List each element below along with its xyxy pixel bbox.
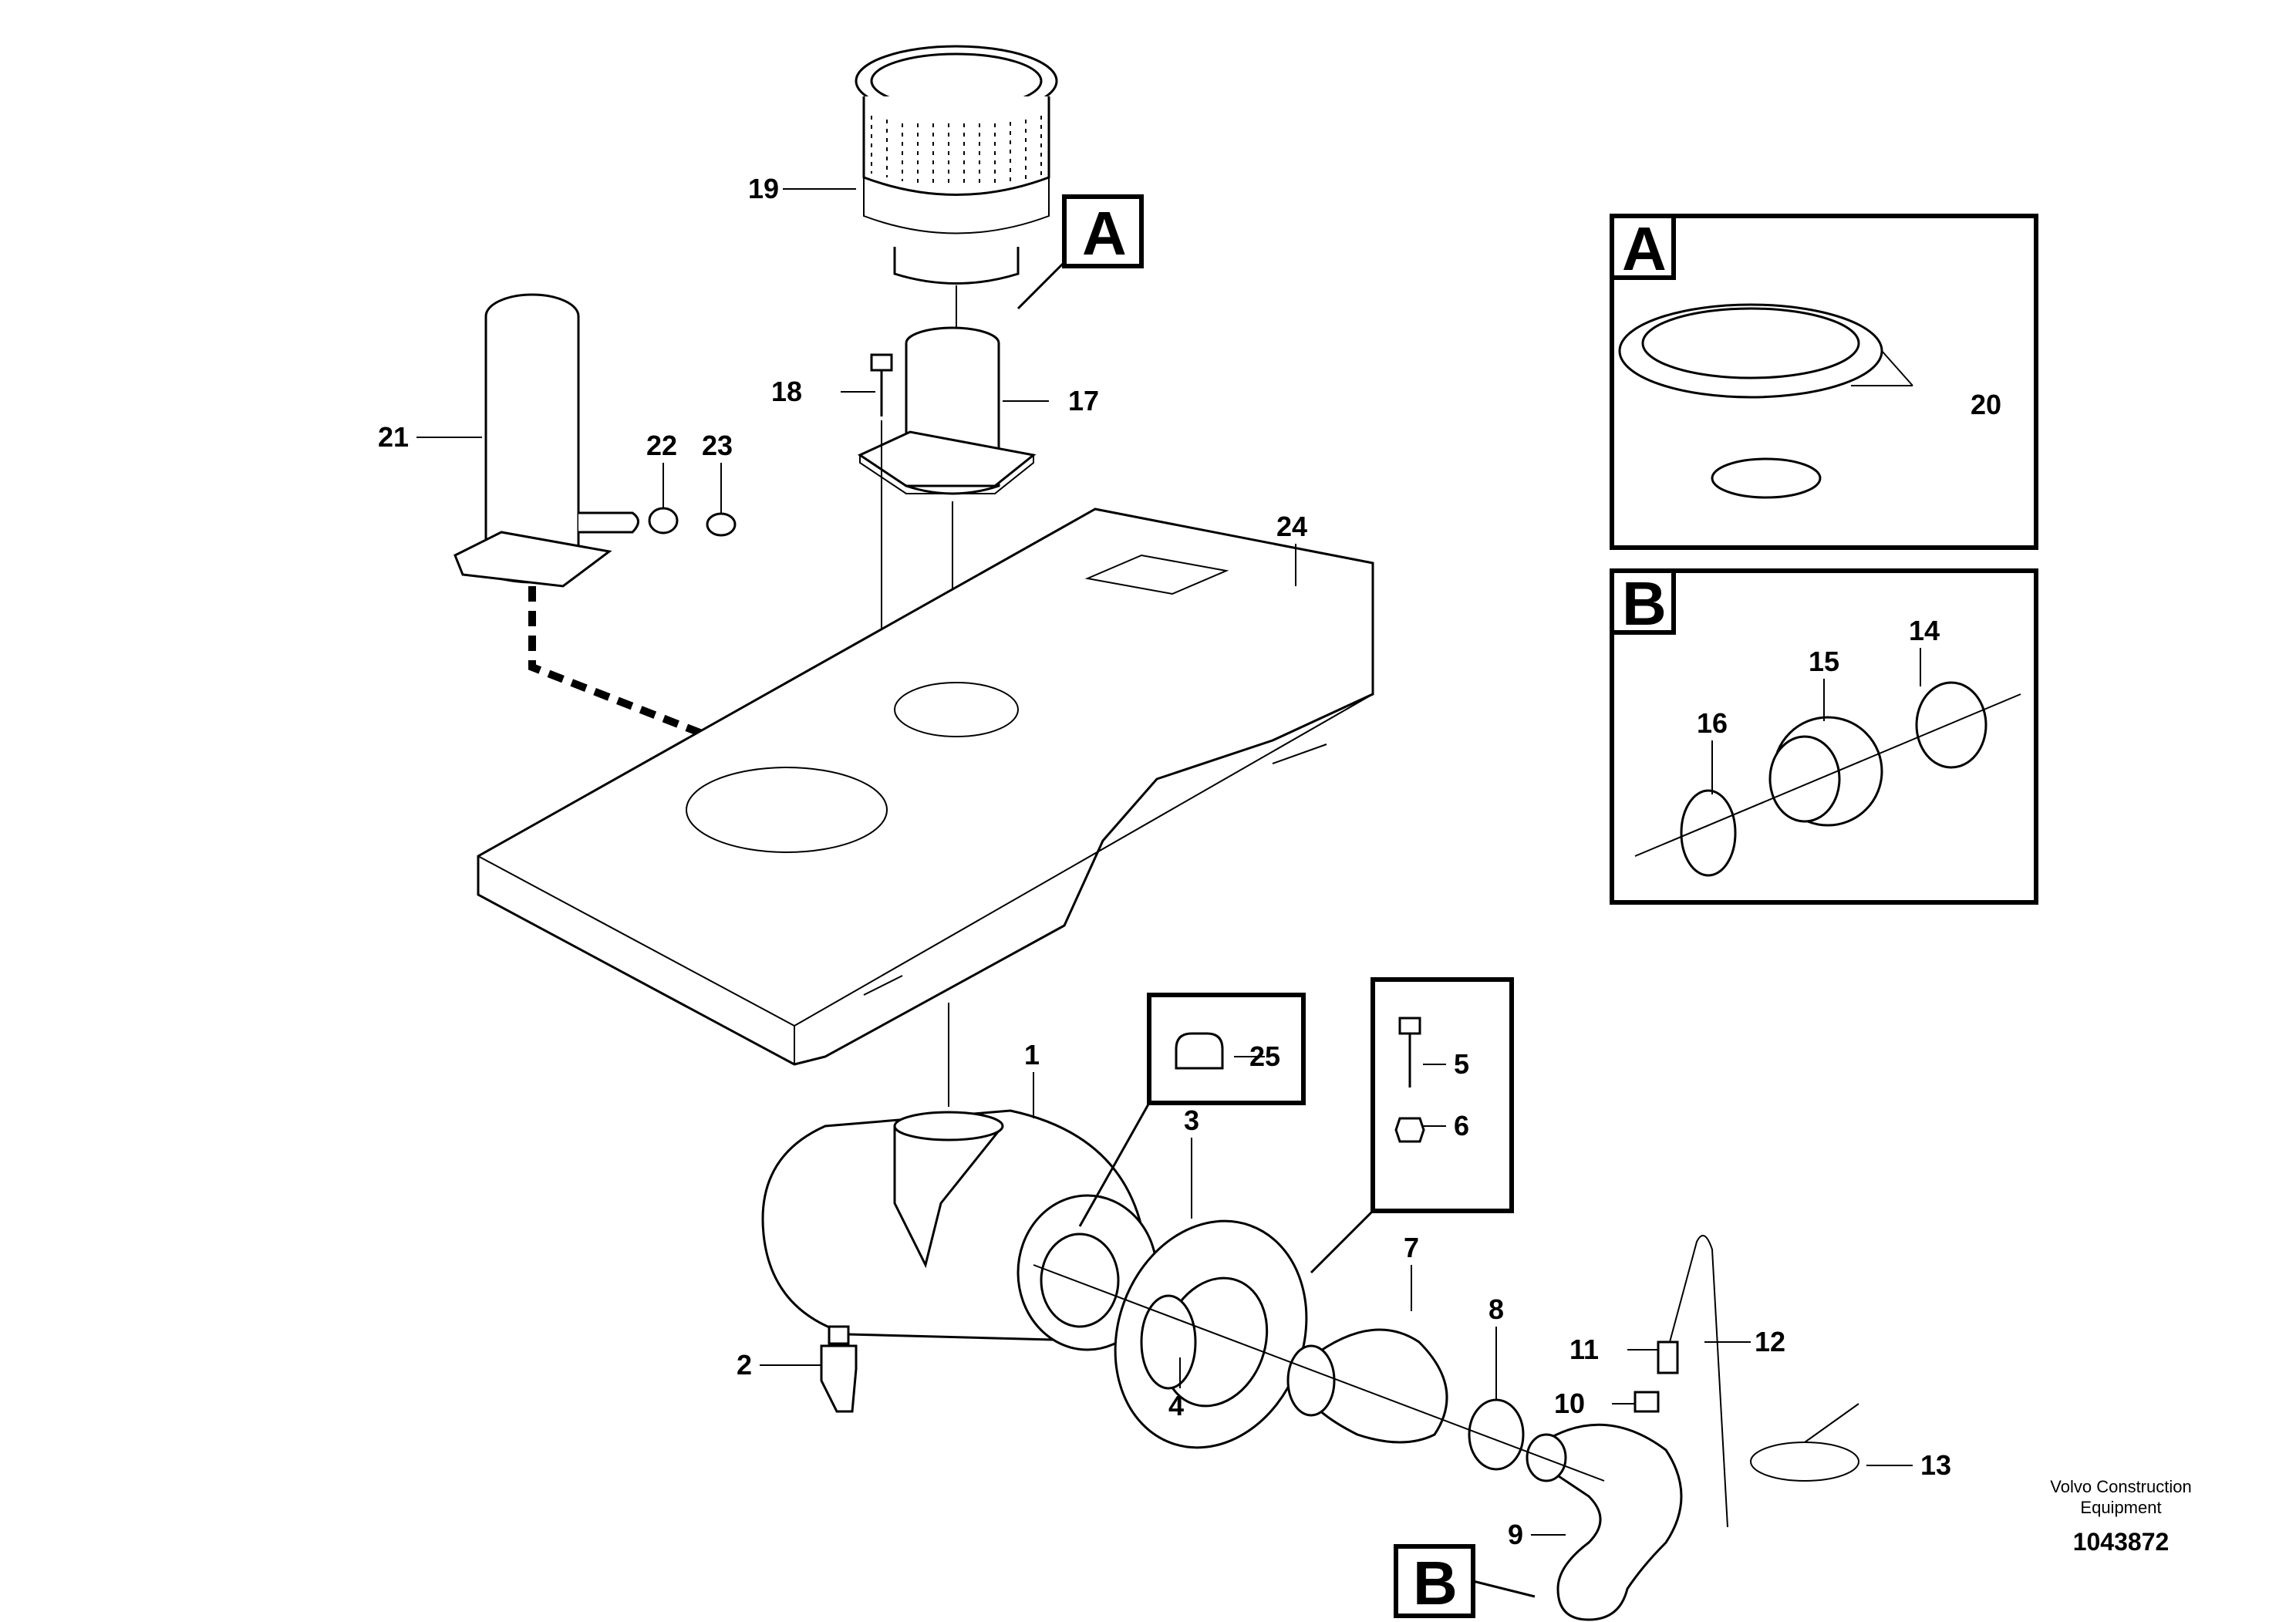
callout-20: 20	[1971, 389, 2001, 420]
callout-4: 4	[1168, 1390, 1184, 1421]
indicator-parts-10-11-12	[1633, 1235, 1728, 1528]
bolt-18	[870, 353, 893, 416]
callout-1: 1	[1024, 1039, 1040, 1071]
callout-5: 5	[1454, 1048, 1469, 1080]
callout-3: 3	[1184, 1104, 1199, 1136]
clamp-4	[1140, 1294, 1197, 1390]
callout-16: 16	[1697, 707, 1728, 739]
stack-pipe-17	[857, 326, 1037, 495]
callout-24: 24	[1276, 511, 1307, 542]
callout-15: 15	[1809, 646, 1839, 677]
precleaner-19	[855, 45, 1058, 285]
callout-box-5-6	[1310, 977, 1514, 1274]
callout-11: 11	[1569, 1334, 1599, 1365]
pipe-21	[453, 293, 639, 588]
drawing-number: 1043872	[2073, 1528, 2170, 1556]
callout-18: 18	[771, 376, 802, 407]
air-filter-1	[761, 1109, 1158, 1351]
clamp-8	[1468, 1398, 1525, 1471]
hood-panel-24	[477, 508, 1374, 1066]
detail-box-a	[1610, 214, 2038, 550]
detail-letter-b: B	[1622, 569, 1667, 638]
callout-25: 25	[1249, 1040, 1280, 1072]
elbow-7	[1286, 1328, 1448, 1444]
reference-letter-b: B	[1413, 1549, 1458, 1617]
callout-9: 9	[1508, 1519, 1523, 1550]
detail-letter-a: A	[1622, 214, 1667, 283]
callout-7: 7	[1404, 1232, 1419, 1263]
callout-21: 21	[378, 421, 409, 453]
callout-2: 2	[737, 1349, 752, 1381]
callout-19: 19	[748, 173, 779, 204]
manufacturer-line-1: Volvo Construction	[2050, 1477, 2191, 1496]
callout-23: 23	[702, 430, 733, 461]
callout-12: 12	[1755, 1326, 1785, 1357]
callout-22: 22	[646, 430, 677, 461]
callout-8: 8	[1489, 1293, 1504, 1325]
reference-letter-a: A	[1082, 199, 1127, 268]
cable-tie-13	[1750, 1403, 1859, 1482]
valve-2	[820, 1325, 858, 1413]
callout-box-25	[1078, 993, 1306, 1227]
hose-9	[1526, 1423, 1683, 1621]
callout-13: 13	[1920, 1449, 1951, 1481]
clamp-22	[648, 507, 679, 534]
reference-box-a	[1017, 194, 1144, 310]
callout-10: 10	[1554, 1388, 1585, 1419]
leader-lines	[416, 188, 1921, 1536]
detail-box-b	[1610, 568, 2038, 905]
callout-6: 6	[1454, 1110, 1469, 1141]
callout-14: 14	[1909, 615, 1940, 646]
reference-box-b	[1394, 1544, 1536, 1618]
manufacturer-line-2: Equipment	[2080, 1498, 2161, 1517]
nipple-23	[706, 512, 737, 537]
callout-17: 17	[1068, 385, 1099, 416]
